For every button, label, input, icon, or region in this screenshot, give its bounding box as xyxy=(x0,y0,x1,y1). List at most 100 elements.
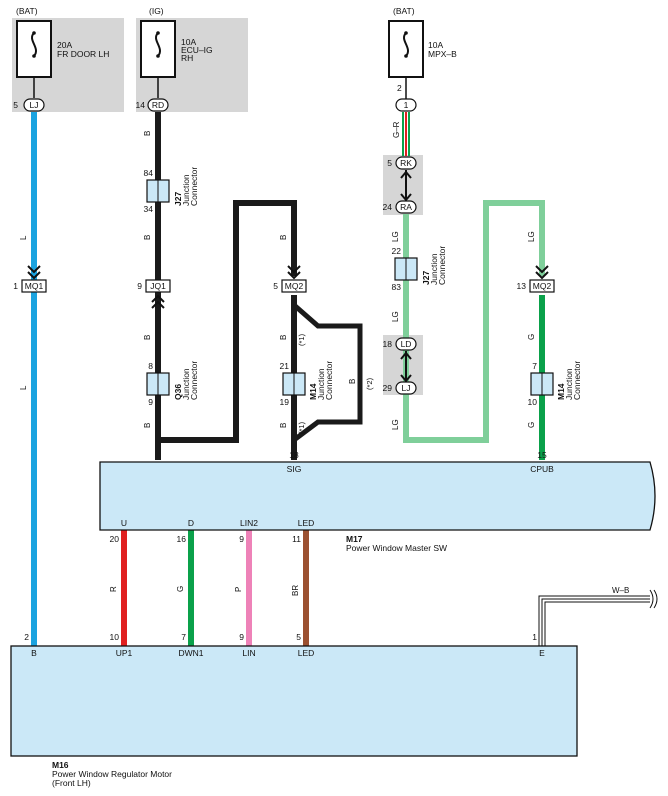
svg-text:29: 29 xyxy=(383,383,393,393)
svg-text:5: 5 xyxy=(387,158,392,168)
svg-text:MQ1: MQ1 xyxy=(25,281,44,291)
svg-text:9: 9 xyxy=(148,397,153,407)
svg-text:Junction: Junction xyxy=(316,368,326,400)
chevron-down-icon xyxy=(287,265,301,280)
svg-text:19: 19 xyxy=(280,397,290,407)
connector-jq1: JQ1 9 xyxy=(137,279,171,309)
junction-m14-cpub: 7 10 M14 Junction Connector xyxy=(528,361,582,407)
fuse-frame xyxy=(16,20,52,78)
svg-text:E: E xyxy=(539,648,545,658)
svg-text:5: 5 xyxy=(296,632,301,642)
note-2: (*2) xyxy=(365,377,374,390)
note-1: (*1) xyxy=(297,421,306,434)
connector-mq2-sig: MQ2 5 xyxy=(273,265,307,293)
fuse-rating: 10A xyxy=(181,37,196,47)
pin-number: 2 xyxy=(397,83,402,93)
junction-j27-ig: 84 34 J27 Junction Connector xyxy=(144,167,199,214)
fuse-mpx-b: (BAT) 10A MPX–B 2 xyxy=(388,6,457,99)
svg-text:G: G xyxy=(176,586,185,592)
svg-text:LED: LED xyxy=(298,648,315,658)
double-arrow-icon xyxy=(400,170,412,202)
svg-text:P: P xyxy=(234,587,243,592)
chevron-up-icon xyxy=(151,294,165,309)
connector-ld: LD 18 xyxy=(383,337,417,351)
svg-text:Connector: Connector xyxy=(189,167,199,206)
component-name: Power Window Master SW xyxy=(346,543,447,553)
svg-text:1: 1 xyxy=(13,281,18,291)
svg-text:LG: LG xyxy=(391,231,400,242)
svg-text:7: 7 xyxy=(532,361,537,371)
svg-text:18: 18 xyxy=(383,339,393,349)
svg-text:SIG: SIG xyxy=(287,464,302,474)
svg-text:U: U xyxy=(121,518,127,528)
svg-text:8: 8 xyxy=(148,361,153,371)
svg-text:W–B: W–B xyxy=(612,586,629,595)
svg-text:B: B xyxy=(279,335,288,340)
svg-text:B: B xyxy=(143,131,152,136)
wire-lg xyxy=(403,200,545,443)
svg-text:L: L xyxy=(19,385,28,390)
wire-b-route xyxy=(158,200,297,443)
fuse-icon xyxy=(31,32,37,57)
svg-text:Q36: Q36 xyxy=(173,384,183,400)
wire-g-r xyxy=(402,112,410,156)
svg-text:MQ2: MQ2 xyxy=(285,281,304,291)
component-code: M17 xyxy=(346,534,363,544)
svg-text:21: 21 xyxy=(280,361,290,371)
svg-text:16: 16 xyxy=(177,534,187,544)
svg-text:2: 2 xyxy=(24,632,29,642)
fuse-ecu-ig-rh: (IG) 10A ECU–IG RH xyxy=(136,6,248,112)
svg-text:MQ2: MQ2 xyxy=(533,281,552,291)
svg-text:Connector: Connector xyxy=(572,361,582,400)
svg-text:1: 1 xyxy=(404,100,409,110)
svg-text:Junction: Junction xyxy=(564,368,574,400)
component-name: Power Window Regulator Motor xyxy=(52,769,172,779)
svg-text:J27: J27 xyxy=(173,192,183,206)
terminal-rd-fuse: RD 14 xyxy=(136,98,169,112)
svg-text:LED: LED xyxy=(298,518,315,528)
component-m16: B UP1 DWN1 LIN LED E xyxy=(10,645,578,757)
fuse-rating: 20A xyxy=(57,40,72,50)
connector-lj: LJ 29 xyxy=(383,381,417,395)
svg-text:22: 22 xyxy=(392,246,402,256)
svg-text:JQ1: JQ1 xyxy=(150,281,166,291)
svg-text:84: 84 xyxy=(144,168,154,178)
svg-text:B: B xyxy=(279,235,288,240)
svg-text:Connector: Connector xyxy=(437,246,447,285)
fuse-name: MPX–B xyxy=(428,49,457,59)
svg-text:G–R: G–R xyxy=(392,121,401,138)
power-source-label: (IG) xyxy=(149,6,164,16)
svg-text:20: 20 xyxy=(110,534,120,544)
svg-text:9: 9 xyxy=(239,534,244,544)
svg-text:Connector: Connector xyxy=(324,361,334,400)
wire-b-loop xyxy=(292,303,363,442)
svg-text:LG: LG xyxy=(527,231,536,242)
svg-text:L: L xyxy=(19,235,28,240)
svg-text:G: G xyxy=(527,422,536,428)
terminal-lj-fuse: LJ 5 xyxy=(13,98,45,112)
connector-rk: RK 5 xyxy=(387,156,417,170)
svg-text:B: B xyxy=(279,423,288,428)
svg-text:M14: M14 xyxy=(308,383,318,400)
svg-text:LIN: LIN xyxy=(242,648,255,658)
connector-mq1: MQ1 1 xyxy=(13,265,47,293)
svg-text:BR: BR xyxy=(291,585,300,596)
fuse-icon xyxy=(155,32,161,57)
svg-text:15: 15 xyxy=(537,450,547,460)
chevron-down-icon xyxy=(27,265,41,280)
junction-m14-sig: 21 19 M14 Junction Connector xyxy=(280,361,334,407)
svg-text:B: B xyxy=(143,235,152,240)
svg-text:J27: J27 xyxy=(421,271,431,285)
fuse-icon xyxy=(403,32,409,57)
svg-text:D: D xyxy=(188,518,194,528)
wire-color-labels: L L B B B B B B B B G–R LG LG LG LG G G … xyxy=(19,121,629,596)
junction-j27-lg: 22 83 J27 Junction Connector xyxy=(392,246,447,292)
svg-text:18: 18 xyxy=(289,450,299,460)
wire-w-b xyxy=(538,589,658,646)
component-m17: 18 SIG 15 CPUB U D LIN2 LED xyxy=(99,450,656,531)
connector-mq2-cpub: MQ2 13 xyxy=(517,265,555,293)
svg-text:LG: LG xyxy=(391,311,400,322)
svg-text:LJ: LJ xyxy=(30,100,39,110)
svg-text:B: B xyxy=(143,423,152,428)
svg-text:11: 11 xyxy=(292,534,301,544)
